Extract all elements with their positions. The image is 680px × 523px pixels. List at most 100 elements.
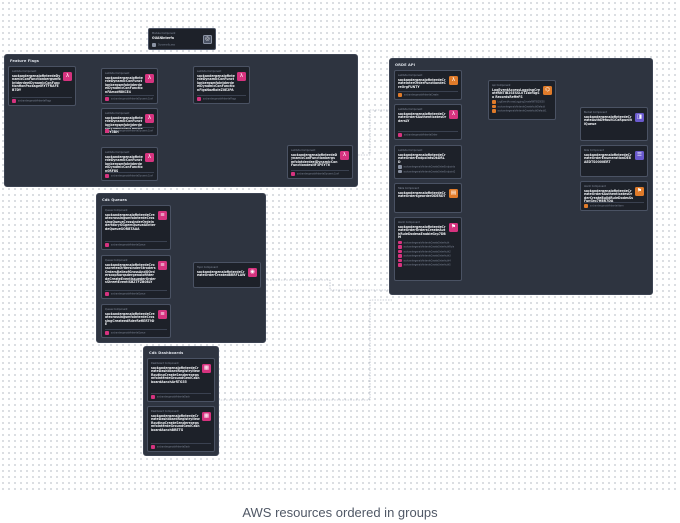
lambda-icon: λ bbox=[145, 153, 154, 162]
node-kind: Role Component bbox=[584, 149, 604, 152]
node-footer: sockandergenalofinterdeDynamicConf bbox=[105, 94, 154, 101]
alarm-node[interactable]: Alarm Component sockandergenalofinterdeC… bbox=[394, 217, 462, 281]
module-node[interactable]: Module Component OUANInterfa Dynamodb.aw… bbox=[148, 28, 216, 50]
node-kind: Lambda Component bbox=[12, 70, 37, 73]
group-title: Cdk Dashboards bbox=[149, 351, 184, 355]
role-node[interactable]: Role Component sockandergenalofinterdeCr… bbox=[580, 145, 648, 177]
node-name: sockandergenalofinterdeCreateOrdersAuthe… bbox=[398, 111, 447, 123]
lambda-icon: λ bbox=[449, 110, 458, 119]
dashboard-node[interactable]: Dashboard Component sockandergenalofinte… bbox=[147, 406, 215, 452]
node-kind: Dashboard Component bbox=[151, 410, 179, 413]
node-name: sockandergenalofinterdeCreateOrderEndpoi… bbox=[398, 152, 446, 164]
node-footer: sockandergenalofinterdeQueue bbox=[105, 289, 167, 296]
node-footer: sockandergenalofinterdeAlarm bbox=[584, 201, 644, 208]
sub-resource: sockandergenalofinterdeCreateOrderEndpoi… bbox=[398, 169, 458, 174]
node-footer: sockandergenalofinterdeFlags bbox=[197, 94, 246, 101]
sub-resource: sockandergenalofinterdeCreateOrderAuthRu… bbox=[398, 245, 458, 249]
lambda-node[interactable]: Lambda Component sockandergenalofinterde… bbox=[101, 68, 158, 104]
node-name: sockandergenalofinterdeDynamicConFunctio… bbox=[12, 73, 61, 92]
sub-resource: sockandergenalofinterdeCreateOrderAuth5 bbox=[398, 263, 458, 267]
dashboard-node[interactable]: Dashboard Component sockandergenalofinte… bbox=[147, 358, 215, 402]
node-footer: Dynamodb.aws bbox=[152, 42, 212, 47]
node-footer: sockandergenalofinterdeFlags bbox=[12, 96, 72, 103]
node-name: OUANInterfa bbox=[152, 35, 174, 40]
node-name: sockandergenalofinterdeCreateDashboardRe… bbox=[151, 413, 200, 432]
node-footer: sockandergenalofinterdeOrder bbox=[398, 130, 458, 137]
edge-q4-orde bbox=[262, 279, 392, 291]
dashboard-icon: ▦ bbox=[202, 412, 211, 421]
node-kind: Alarm Component bbox=[398, 221, 420, 224]
node-kind: Dashboard Component bbox=[151, 362, 179, 365]
node-kind: Queue Component bbox=[105, 209, 128, 212]
node-name: sockandergenalofinterdeDynamicConFunctio… bbox=[105, 115, 143, 134]
sub-resource: sockandergenalofinterdeCreateOrderAuth3 bbox=[398, 254, 458, 258]
sub-resource: sockandergenalofinterdeCreateOrderAuth bbox=[398, 240, 458, 245]
node-kind: Lambda Component bbox=[398, 149, 423, 152]
lambda-node[interactable]: Lambda Component sockandergenalofinterde… bbox=[101, 147, 158, 181]
api-node[interactable]: Api Component LogEventAccessLoggingCreat… bbox=[488, 80, 556, 120]
node-footer: sockandergenalofinterdeDash bbox=[151, 442, 211, 449]
lambda-icon: λ bbox=[449, 76, 458, 85]
sub-resource: sockandergenalofinterdeCreateAuthDefault bbox=[492, 104, 552, 109]
node-footer: sockandergenalofinterdeQueue bbox=[105, 240, 167, 247]
dashboard-icon: ▦ bbox=[202, 364, 211, 373]
sub-resource: sockandergenalofinterdeCreateOrderAuth2 bbox=[398, 249, 458, 254]
group-title: Feature Flags bbox=[10, 59, 40, 63]
node-kind: Lambda Component bbox=[197, 70, 222, 73]
node-name: sockandergenalofinterdeCreateInterOrderF… bbox=[398, 77, 446, 89]
queue-icon: ≡ bbox=[158, 211, 167, 220]
module-icon: ◎ bbox=[203, 35, 212, 44]
node-kind: Module Component bbox=[152, 32, 176, 35]
group-title: Cdk Queues bbox=[102, 198, 128, 202]
queue-icon: ≡ bbox=[158, 310, 167, 319]
node-name: sockandergenalofinterdeCreateOrderEnumer… bbox=[584, 152, 632, 164]
table-node[interactable]: Table Component sockandergenalofinterdeC… bbox=[394, 183, 462, 213]
group-title: ORDE API bbox=[395, 63, 416, 67]
node-footer: sockandergenalofinterdeQueue bbox=[105, 328, 167, 335]
queue-icon: ≡ bbox=[158, 261, 167, 270]
node-name: LogEventAccessLoggingCreateRNTIB2SESSL0T… bbox=[492, 87, 540, 99]
api-icon: ⌬ bbox=[543, 86, 552, 95]
node-kind: Table Component bbox=[398, 187, 419, 190]
topic-icon: ◉ bbox=[248, 268, 257, 277]
sub-resource: sockandergenalofinterdeCreateOrderEndpoi… bbox=[398, 165, 458, 169]
queue-node[interactable]: Queue Component sockandergenalofinterdeC… bbox=[101, 205, 171, 250]
database-icon bbox=[152, 43, 156, 47]
lambda-icon: λ bbox=[340, 151, 349, 160]
node-footer: sockandergenalofinterdeDynamicConf bbox=[105, 171, 154, 178]
node-name: sockandergenalofinterdeDynamicConFunctio… bbox=[105, 75, 143, 94]
node-kind: Api Component bbox=[492, 84, 511, 87]
node-kind: Lambda Component bbox=[105, 151, 130, 154]
alarm-node[interactable]: Alarm Component sockandergenalofinterdeC… bbox=[580, 181, 648, 211]
lambda-node[interactable]: Lambda Component sockandergenalofinterde… bbox=[8, 66, 76, 106]
node-footer: sockandergenalofinterdeCreate bbox=[398, 90, 458, 97]
lambda-node[interactable]: Lambda Component sockandergenalofinterde… bbox=[193, 66, 250, 104]
node-kind: Lambda Component bbox=[105, 112, 130, 115]
role-icon: ☰ bbox=[635, 151, 644, 160]
bucket-node[interactable]: Bucket Component sockandergenalofinterde… bbox=[580, 107, 648, 141]
node-kind: Topic Component bbox=[197, 266, 218, 269]
lambda-node[interactable]: Lambda Component sockandergenalofinterde… bbox=[394, 70, 462, 100]
node-name: sockandergenalofinterdeDynamicConFunctio… bbox=[105, 154, 143, 173]
lambda-node[interactable]: Lambda Component sockandergenalofinterde… bbox=[101, 108, 158, 136]
alarm-icon: ⚑ bbox=[449, 223, 458, 232]
lambda-node[interactable]: Lambda Component sockandergenalofinterde… bbox=[394, 104, 462, 140]
lambda-node[interactable]: Lambda Component sockandergenalofinterde… bbox=[394, 145, 462, 179]
queue-node[interactable]: Queue Component sockandergenalofinterdeC… bbox=[101, 255, 171, 299]
lambda-icon: λ bbox=[145, 114, 154, 123]
queue-node[interactable]: Queue Component sockandergenalofinterdeC… bbox=[101, 304, 171, 338]
lambda-node[interactable]: Lambda Component sockandergenalofinterde… bbox=[287, 145, 353, 179]
node-name: sockandergenalofinterdeCreateOrdersAuthe… bbox=[584, 188, 633, 204]
node-kind: Lambda Component bbox=[291, 149, 316, 152]
diagram-canvas[interactable]: Module Component OUANInterfa Dynamodb.aw… bbox=[0, 0, 680, 492]
node-name: sockandergenalofinterdeCreateOrderCreate… bbox=[197, 269, 246, 278]
topic-node[interactable]: Topic Component sockandergenalofinterdeC… bbox=[193, 262, 261, 288]
node-kind: Alarm Component bbox=[584, 185, 606, 188]
node-name: sockandergenalofinterdeCreateOrdersgeord… bbox=[398, 190, 446, 199]
lambda-icon: λ bbox=[145, 74, 154, 83]
edge-d-orde bbox=[218, 299, 392, 401]
node-footer: sockandergenalofinterdeDynamicConf bbox=[105, 126, 154, 133]
figure-caption: AWS resources ordered in groups bbox=[242, 505, 438, 520]
node-kind: Queue Component bbox=[105, 259, 128, 262]
node-kind: Bucket Component bbox=[584, 111, 607, 114]
